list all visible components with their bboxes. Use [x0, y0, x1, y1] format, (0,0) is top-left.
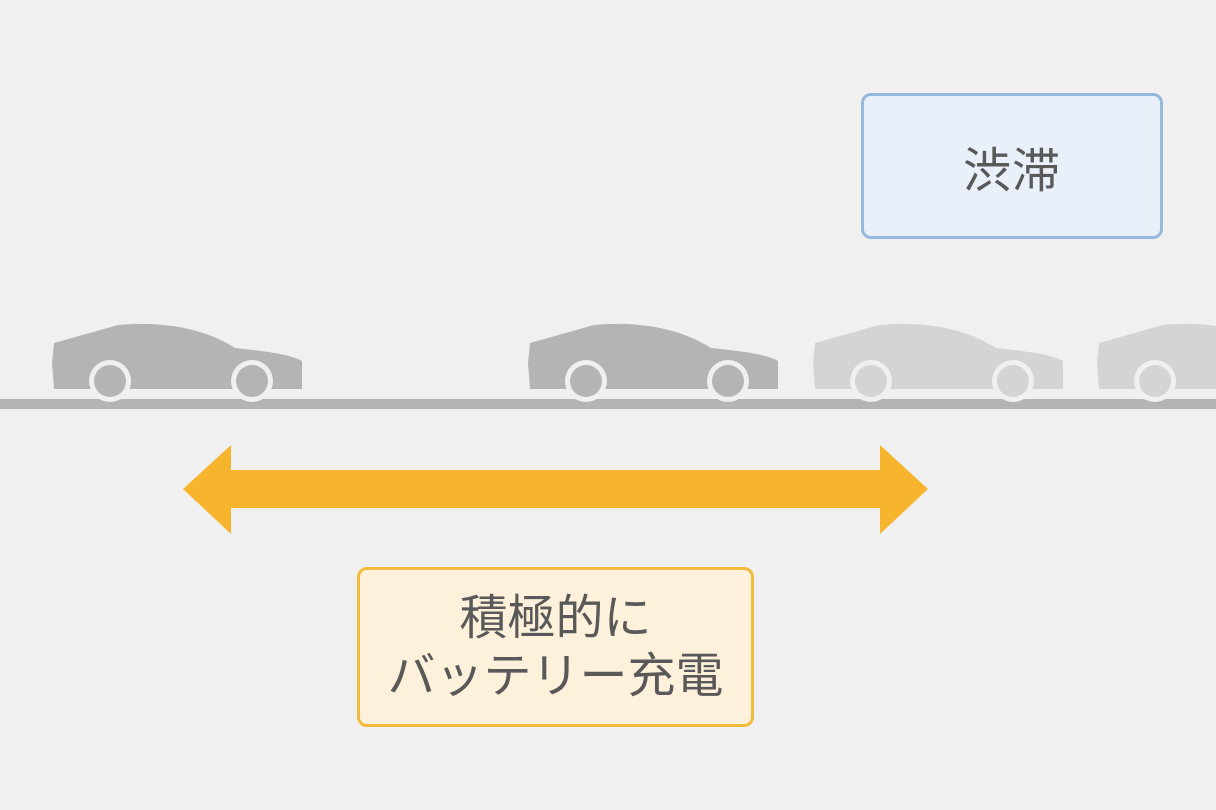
car-icon: [813, 323, 1063, 402]
road: [0, 399, 1216, 409]
congestion-label-box: 渋滞: [861, 93, 1163, 239]
congestion-label: 渋滞: [962, 143, 1061, 199]
charge-label-line2: バッテリー充電: [387, 648, 724, 704]
car-icon: [528, 323, 778, 402]
charge-label-box: 積極的に バッテリー充電: [357, 567, 754, 727]
charge-label-line1: 積極的に: [459, 590, 652, 646]
double-arrow-icon: [183, 445, 928, 534]
car-icon: [1097, 323, 1216, 402]
car-icon: [52, 323, 302, 402]
